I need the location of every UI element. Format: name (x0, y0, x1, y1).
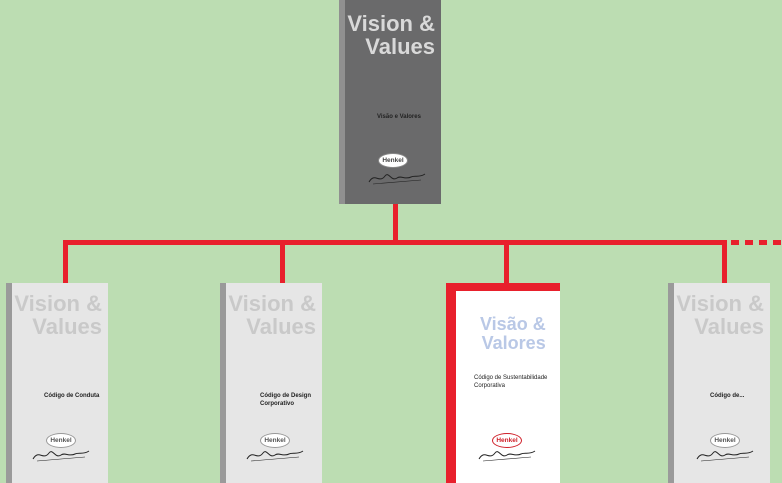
book-title: Vision & Values (676, 292, 764, 338)
book-subtitle: Código de Design Corporativo (260, 393, 311, 407)
book-title-line-1: Visão & (480, 314, 546, 334)
signature-icon (478, 450, 536, 462)
connector-drop-4 (722, 240, 727, 285)
henkel-logo: Henkel (378, 153, 408, 168)
book-title-line-1: Vision & (14, 291, 102, 316)
book-spine (220, 283, 226, 483)
book-subtitle: Código de... (710, 393, 745, 399)
book-vision-values-top: Vision & Values Visão e Valores Henkel (339, 0, 441, 204)
henkel-logo: Henkel (492, 433, 522, 448)
connector-dash-3 (759, 240, 767, 245)
book-codigo-de-conduta: Vision & Values Código de Conduta Henkel (6, 283, 108, 483)
book-spine (668, 283, 674, 483)
connector-dash-1 (731, 240, 739, 245)
book-title-line-1: Vision & (347, 11, 435, 36)
book-title-line-1: Vision & (228, 291, 316, 316)
book-subtitle: Visão e Valores (377, 114, 421, 120)
book-cover: Visão & Valores Código de Sustentabilida… (456, 291, 560, 483)
book-codigo-de: Vision & Values Código de... Henkel (668, 283, 770, 483)
signature-icon (368, 173, 426, 185)
connector-dash-4 (773, 240, 781, 245)
connector-drop-3 (504, 240, 509, 285)
book-title: Visão & Valores (480, 315, 546, 353)
henkel-logo: Henkel (46, 433, 76, 448)
book-spine (6, 283, 12, 483)
connector-horizontal (63, 240, 726, 245)
signature-icon (246, 450, 304, 462)
connector-dash-2 (745, 240, 753, 245)
signature-icon (32, 450, 90, 462)
book-title-line-2: Values (32, 314, 102, 340)
book-title-line-2: Values (246, 314, 316, 340)
connector-drop-1 (63, 240, 68, 285)
signature-icon (696, 450, 754, 462)
henkel-logo: Henkel (260, 433, 290, 448)
book-codigo-de-design: Vision & Values Código de Design Corpora… (220, 283, 322, 483)
book-title-line-2: Valores (481, 332, 546, 353)
book-title-line-2: Values (694, 314, 764, 340)
book-title: Vision & Values (228, 292, 316, 338)
book-codigo-de-sustentabilidade: Visão & Valores Código de Sustentabilida… (446, 283, 560, 483)
book-title: Vision & Values (347, 12, 435, 58)
connector-trunk (393, 196, 398, 244)
book-subtitle: Código de Conduta (44, 393, 100, 399)
henkel-logo: Henkel (710, 433, 740, 448)
book-spine (339, 0, 345, 204)
book-title-line-1: Vision & (676, 291, 764, 316)
connector-drop-2 (280, 240, 285, 285)
book-title-line-2: Values (365, 34, 435, 60)
book-subtitle: Código de Sustentabilidade Corporativa (474, 375, 548, 389)
book-title: Vision & Values (14, 292, 102, 338)
